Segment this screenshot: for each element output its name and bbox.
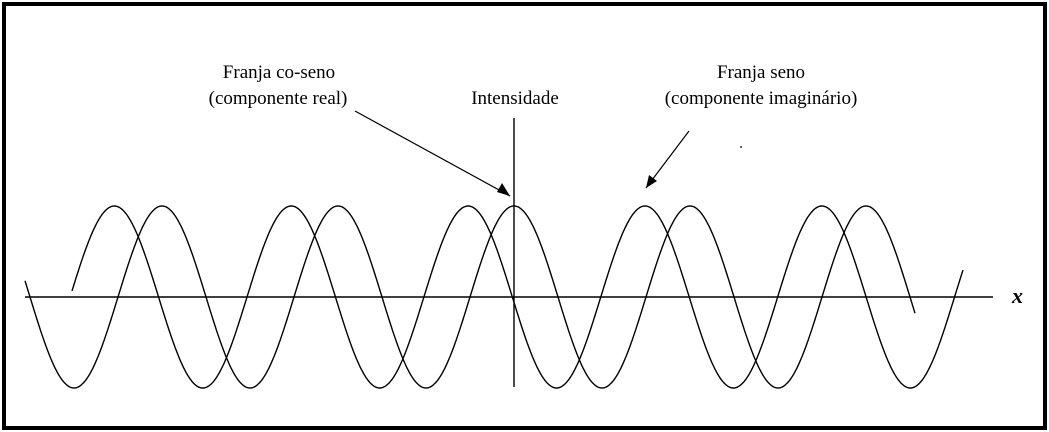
sine-fringe-label-line2: (componente imaginário) [665, 88, 858, 109]
cosine-fringe-arrowhead [497, 183, 510, 196]
sine-fringe-curve [71, 205, 964, 389]
stray-dot [740, 146, 742, 148]
cosine-fringe-label-line1: Franja co-seno [223, 62, 335, 83]
sine-fringe-label-line1: Franja seno [717, 62, 805, 83]
x-axis-label: x [1011, 283, 1023, 308]
cosine-fringe-arrow [354, 110, 511, 197]
intensity-label: Intensidade [471, 88, 559, 109]
cosine-fringe-label-line2: (componente real) [209, 88, 348, 109]
sine-fringe-arrowhead [646, 175, 657, 188]
